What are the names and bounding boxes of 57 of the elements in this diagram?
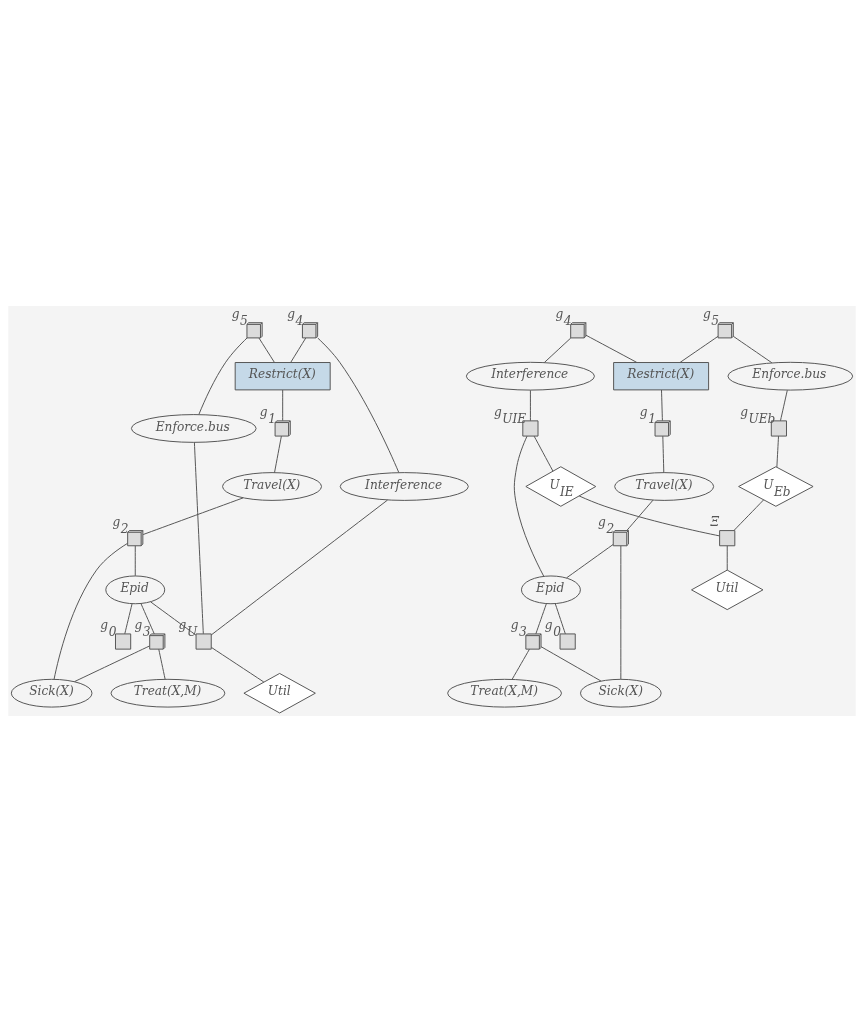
connector	[543, 337, 572, 363]
connector	[779, 389, 788, 422]
connector	[535, 603, 547, 635]
connector	[317, 337, 400, 473]
node-ellipse: Travel(X)	[614, 472, 715, 501]
node-diamond: Util	[243, 672, 316, 714]
connector	[540, 646, 602, 682]
node-ellipse: Sick(X)	[10, 678, 93, 708]
node-ellipse: Epid	[520, 575, 581, 605]
connector	[53, 542, 128, 680]
connector	[554, 603, 566, 635]
connector	[124, 603, 133, 635]
connector	[733, 499, 765, 531]
node-ellipse: Epid	[105, 575, 166, 605]
connector	[585, 334, 638, 363]
node-diamond: Util	[691, 569, 764, 611]
node-box: Restrict(X)	[234, 362, 331, 391]
connector	[74, 645, 150, 683]
connector	[511, 648, 530, 680]
connector	[662, 435, 665, 473]
connector	[142, 497, 244, 536]
connector	[776, 435, 779, 468]
connector	[211, 646, 265, 683]
connector	[513, 435, 545, 577]
node-ellipse: Treat(X,M)	[110, 678, 226, 708]
connector	[620, 545, 622, 680]
connector	[140, 603, 155, 635]
connector	[529, 389, 531, 422]
connector	[134, 545, 136, 577]
connector	[533, 435, 554, 472]
connector	[679, 335, 719, 363]
node-ellipse: Interference	[465, 361, 595, 391]
connector	[661, 389, 663, 422]
connector	[158, 648, 166, 680]
node-ellipse: Treat(X,M)	[447, 678, 562, 708]
connector	[274, 435, 282, 473]
connector	[282, 389, 284, 422]
connector	[193, 441, 204, 635]
node-box	[115, 633, 132, 650]
node-ellipse: Travel(X)	[222, 472, 322, 501]
connector	[258, 337, 275, 363]
node-box: Restrict(X)	[613, 362, 710, 391]
connector	[726, 545, 728, 571]
connector	[150, 601, 197, 636]
connector	[210, 499, 388, 636]
node-label: Ξ	[710, 514, 720, 529]
node-box	[559, 633, 576, 650]
node-ellipse: Enforce.bus	[727, 361, 854, 391]
connector	[578, 495, 720, 537]
connector	[290, 337, 307, 363]
connector	[198, 337, 248, 415]
connector	[566, 544, 614, 579]
node-ellipse: Interference	[339, 472, 469, 501]
node-ellipse: Sick(X)	[580, 678, 662, 708]
connector	[732, 335, 773, 364]
node-box	[719, 530, 736, 547]
node-ellipse: Enforce.bus	[130, 414, 257, 443]
